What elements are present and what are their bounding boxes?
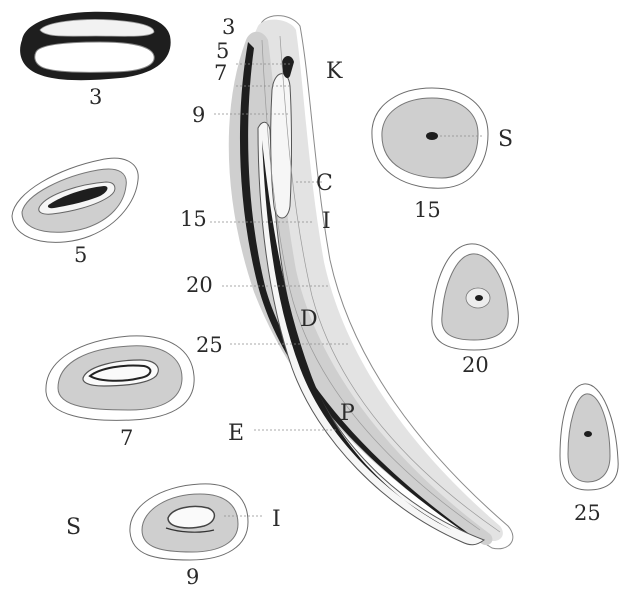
section-9-label: 9 — [186, 565, 199, 589]
label-E: E — [228, 421, 244, 446]
section-3-label: 3 — [89, 85, 102, 109]
label-I-tooth: I — [322, 209, 331, 234]
cross-section-20 — [432, 244, 519, 350]
label-S-left: S — [66, 515, 81, 540]
section-20-label: 20 — [462, 353, 489, 377]
label-I-section: I — [272, 507, 281, 532]
label-D: D — [300, 307, 318, 332]
cross-section-25 — [560, 384, 618, 490]
level-7-label: 7 — [214, 61, 227, 85]
section-5-label: 5 — [74, 243, 87, 267]
section-25-label: 25 — [574, 501, 601, 525]
level-20-label: 20 — [186, 273, 213, 297]
level-15-label: 15 — [180, 207, 207, 231]
level-25-label: 25 — [196, 333, 223, 357]
label-S-right: S — [498, 127, 513, 152]
cross-section-5 — [12, 158, 138, 242]
cross-section-7 — [46, 336, 194, 421]
section-15-label: 15 — [414, 198, 441, 222]
label-K: K — [326, 59, 343, 84]
level-9-label: 9 — [192, 103, 205, 127]
cross-section-3 — [20, 12, 171, 81]
section-7-label: 7 — [120, 426, 133, 450]
cross-section-15 — [372, 88, 488, 188]
level-3-label: 3 — [222, 15, 235, 39]
level-5-label: 5 — [216, 39, 229, 63]
label-P: P — [340, 401, 355, 426]
cross-section-9 — [130, 484, 262, 560]
label-C: C — [316, 171, 333, 196]
